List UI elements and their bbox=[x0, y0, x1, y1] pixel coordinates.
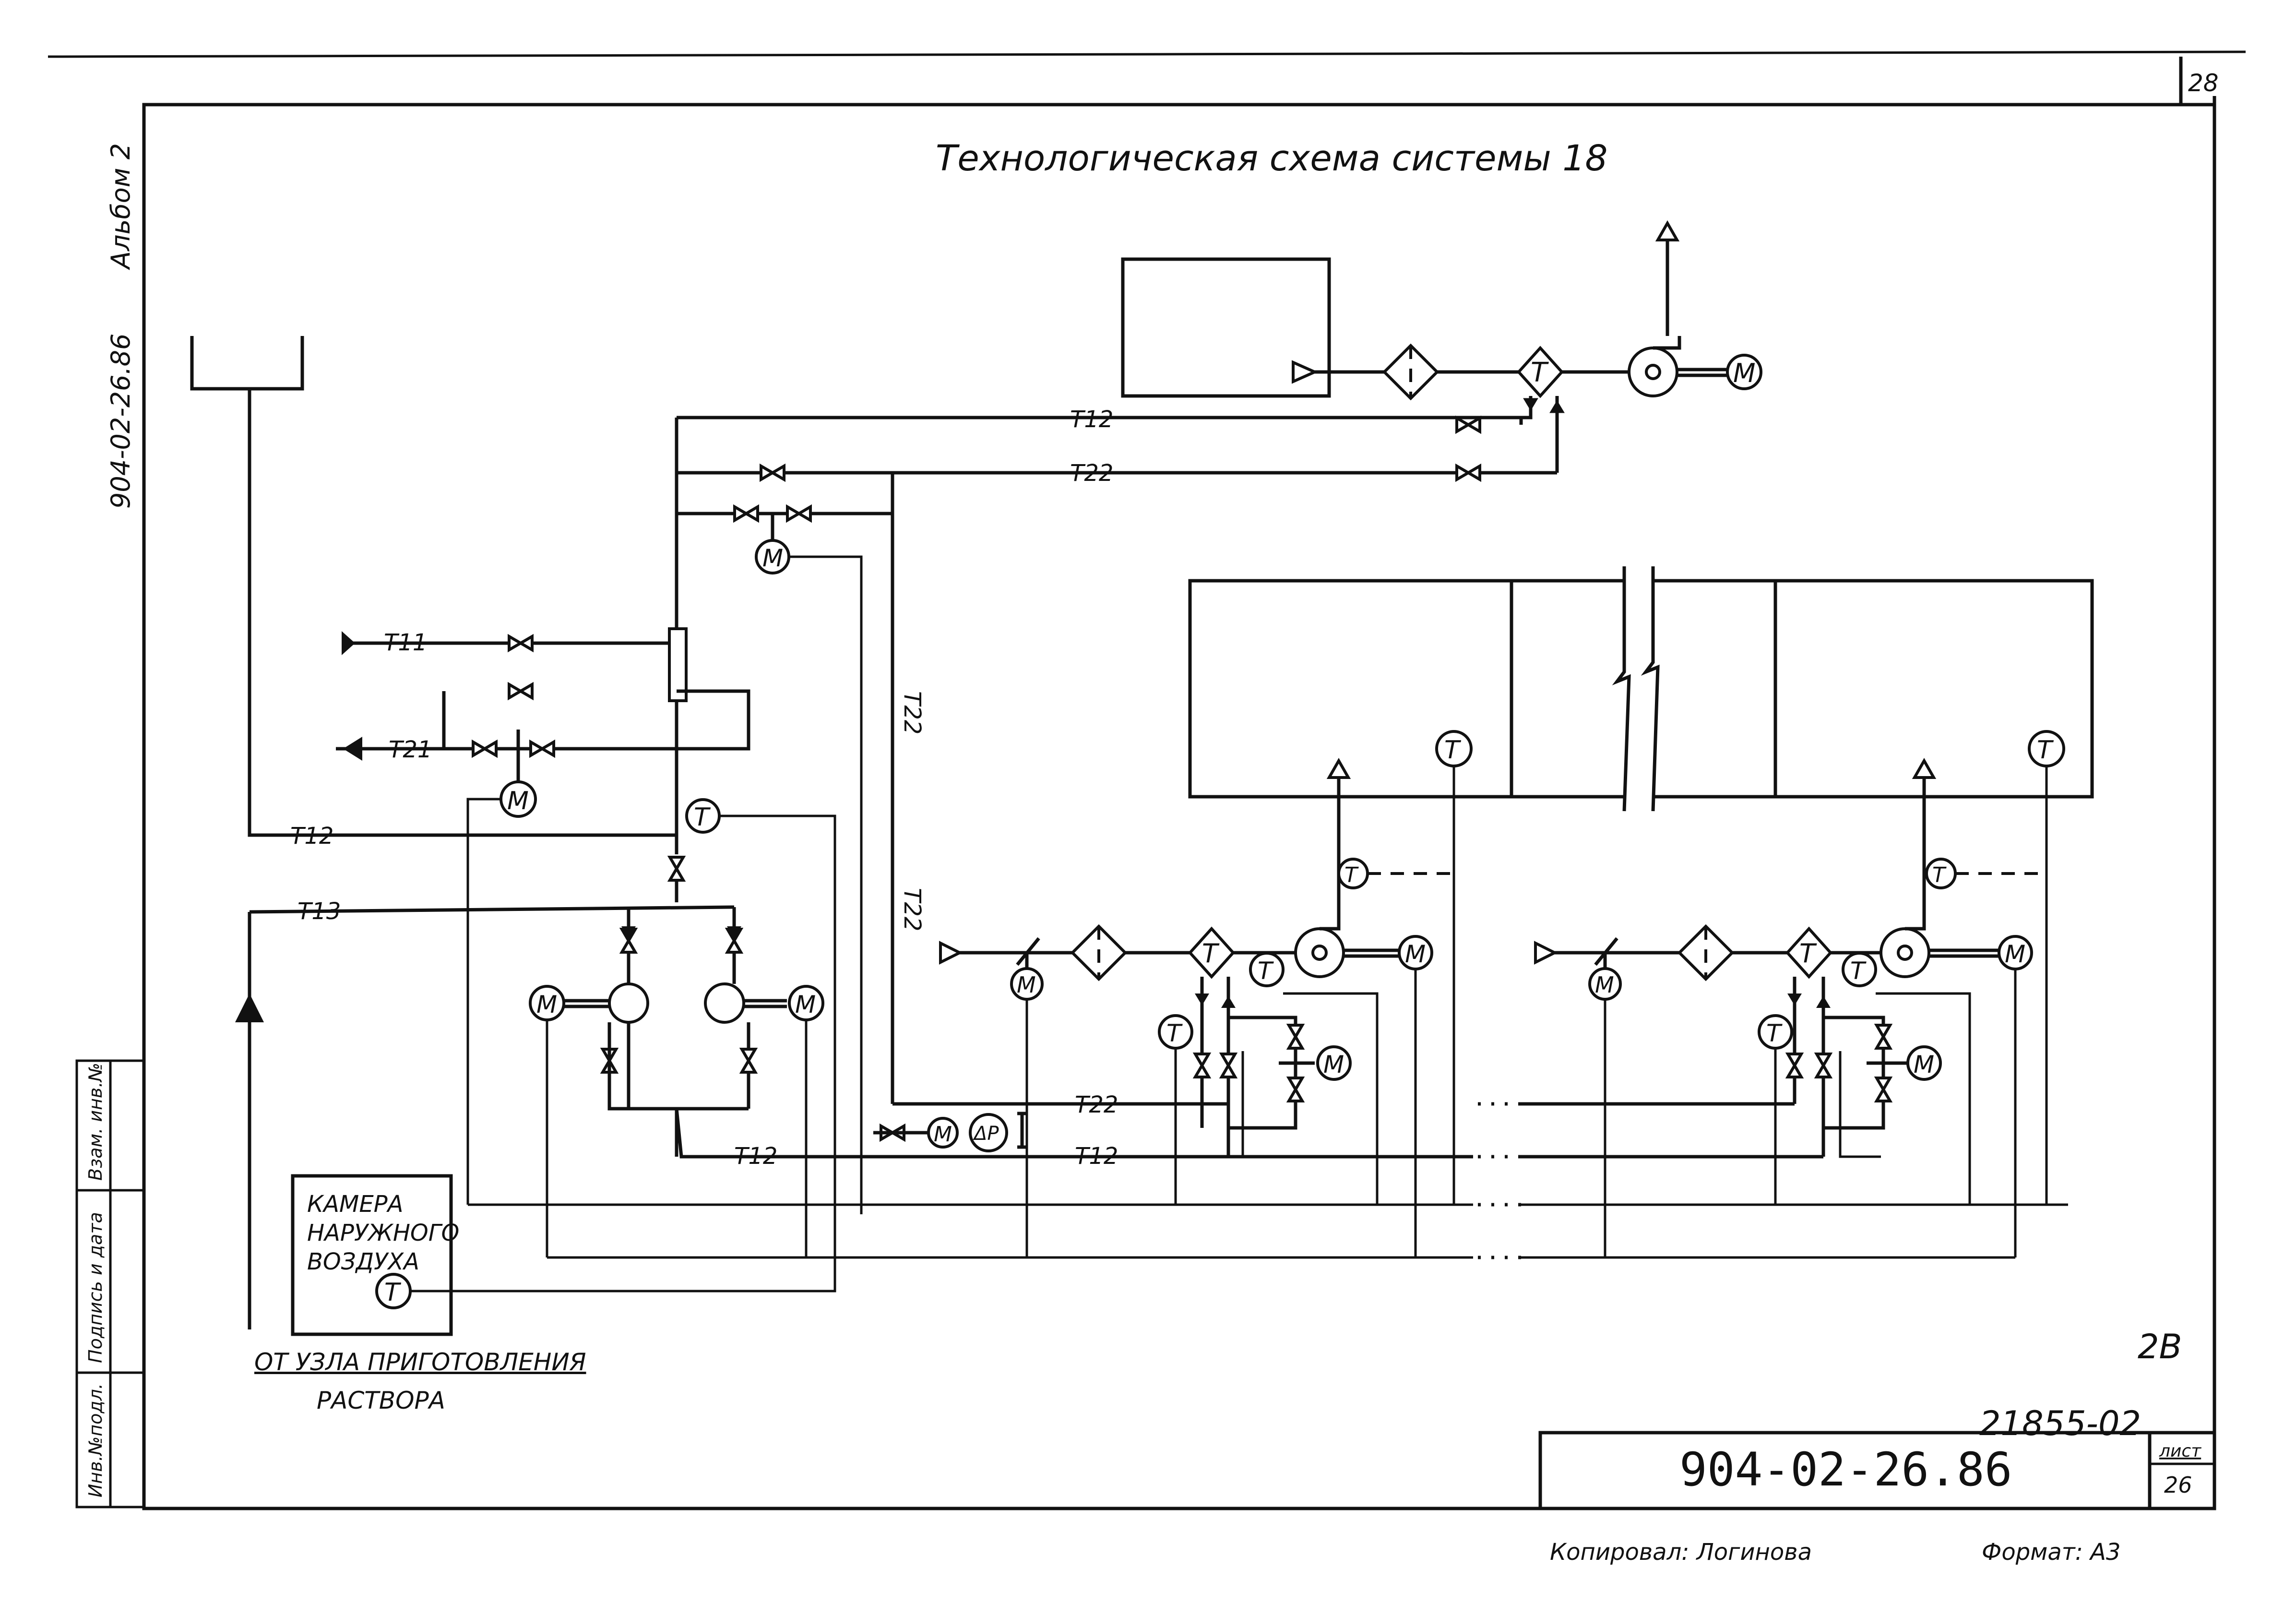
svg-text:Т: Т bbox=[1166, 1019, 1183, 1047]
svg-text:Т: Т bbox=[1766, 1019, 1783, 1047]
top-air-unit: Т М bbox=[1121, 220, 1762, 473]
t22-label-vertical-2: Т22 bbox=[899, 888, 926, 931]
svg-text:М: М bbox=[795, 991, 816, 1018]
t12-label-top: Т12 bbox=[1070, 406, 1113, 433]
svg-text:Т: Т bbox=[384, 1278, 402, 1307]
album-side-label: Альбом 2 bbox=[106, 143, 136, 270]
source-label-1: ОТ УЗЛА ПРИГОТОВЛЕНИЯ bbox=[254, 1348, 586, 1376]
camera-label-3: ВОЗДУХА bbox=[307, 1248, 419, 1275]
svg-text:М: М bbox=[1733, 358, 1756, 388]
side-stamp-inv-podl: Инв.№подл. bbox=[85, 1383, 106, 1497]
svg-text:М: М bbox=[2005, 940, 2025, 968]
side-stamp bbox=[75, 1059, 145, 1508]
title-block bbox=[1538, 1431, 2216, 1510]
mixing-node: М bbox=[336, 627, 750, 1205]
project-side-code: 904-02-26.86 bbox=[106, 334, 136, 509]
sheet-corner-number: 28 bbox=[2188, 69, 2219, 97]
side-stamp-signature: Подпись и дата bbox=[85, 1212, 106, 1363]
svg-text:Т: Т bbox=[2037, 736, 2054, 765]
stamp-code: 904-02-26.86 bbox=[1679, 1443, 2012, 1496]
temperature-sensor-main-label: Т bbox=[694, 803, 711, 832]
source-label-2: РАСТВОРА bbox=[317, 1387, 445, 1414]
svg-text:М: М bbox=[1323, 1051, 1344, 1078]
room-block: Т Т bbox=[1188, 566, 2094, 1205]
svg-text:Т: Т bbox=[1444, 736, 1462, 765]
t21-label: Т21 bbox=[389, 736, 432, 763]
svg-text:М: М bbox=[536, 991, 557, 1018]
svg-text:М: М bbox=[1017, 972, 1036, 998]
scheme-title: Технологическая схема системы 18 bbox=[936, 138, 1607, 179]
svg-text:Т: Т bbox=[1258, 957, 1274, 985]
format-label: Формат: А3 bbox=[1982, 1539, 2121, 1566]
t22-label-vertical-1: Т22 bbox=[899, 691, 926, 734]
sheet-number: 26 bbox=[2164, 1472, 2192, 1498]
pump-group: М М bbox=[235, 857, 1473, 1329]
svg-text:М: М bbox=[762, 544, 783, 572]
camera-label-2: НАРУЖНОГО bbox=[307, 1220, 459, 1246]
air-unit-a: М Т Т М Т Т М bbox=[939, 757, 1454, 1257]
archive-number: 21855-02 bbox=[1979, 1404, 2141, 1443]
side-stamp-replace-inv: Взам. инв.№ bbox=[85, 1063, 106, 1181]
svg-text:Т: Т bbox=[1850, 957, 1867, 985]
t12-label-left: Т12 bbox=[290, 823, 333, 850]
lower-lines: Т22 Т12 М ΔP bbox=[873, 1091, 1228, 1170]
corner-mark: 2В bbox=[2138, 1327, 2182, 1366]
sheet-label: лист bbox=[2159, 1441, 2201, 1461]
svg-text:М: М bbox=[507, 787, 529, 815]
air-unit-b: М Т Т М Т Т М bbox=[1521, 757, 2046, 1257]
t12-label-lower: Т12 bbox=[1075, 1143, 1118, 1170]
t11-label: Т11 bbox=[384, 629, 427, 656]
svg-text:Т: Т bbox=[1799, 938, 1817, 969]
dp-label: ΔP bbox=[973, 1123, 999, 1145]
outdoor-air-camera: Т bbox=[291, 1174, 453, 1336]
t13-label: Т13 bbox=[297, 898, 341, 925]
svg-text:М: М bbox=[1595, 972, 1614, 998]
svg-text:Т: Т bbox=[1344, 863, 1359, 887]
svg-text:Т: Т bbox=[1531, 357, 1549, 388]
top-supply-lines: М bbox=[675, 416, 1557, 1214]
camera-label-1: КАМЕРА bbox=[307, 1191, 403, 1218]
svg-text:Т: Т bbox=[1932, 863, 1947, 887]
t22-label-lower: Т22 bbox=[1075, 1091, 1118, 1118]
control-buses bbox=[410, 1102, 2068, 1293]
copied-by: Копировал: Логинова bbox=[1550, 1539, 1812, 1566]
svg-text:М: М bbox=[1405, 940, 1426, 968]
sheet-frame bbox=[48, 50, 2246, 1510]
t22-label-top: Т22 bbox=[1070, 460, 1113, 487]
t12-label-bottom: Т12 bbox=[734, 1143, 777, 1170]
svg-text:М: М bbox=[1914, 1051, 1934, 1078]
svg-text:М: М bbox=[934, 1122, 952, 1147]
svg-text:Т: Т bbox=[1202, 938, 1220, 969]
tank bbox=[190, 336, 480, 837]
